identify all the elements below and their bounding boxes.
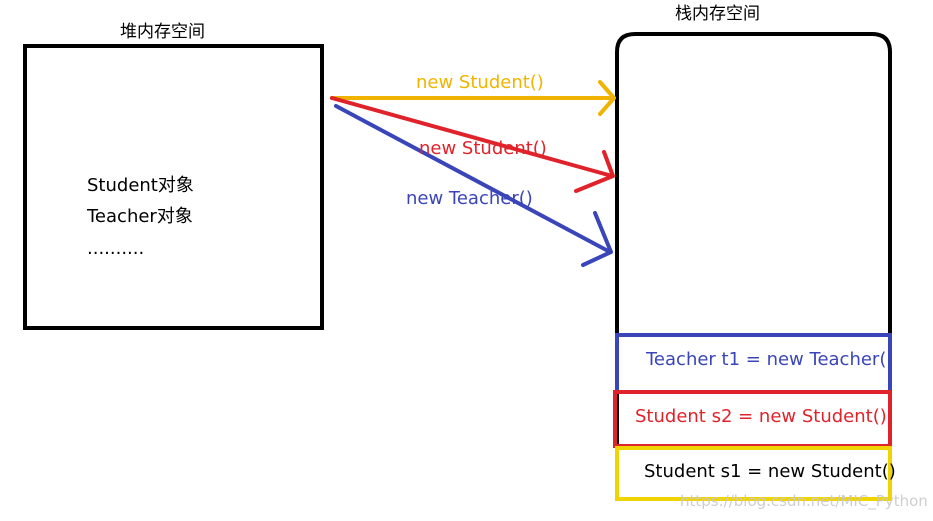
arrow-yellow (330, 80, 616, 116)
heap-object-ellipsis: .......... (87, 238, 145, 259)
stack-title: 栈内存空间 (675, 4, 760, 24)
arrow-label-red: new Student() (419, 138, 547, 159)
heap-box (23, 44, 324, 330)
stack-frame-label-blue: Teacher t1 = new Teacher() (646, 349, 894, 370)
heap-object-teacher: Teacher对象 (87, 206, 193, 227)
arrow-blue (334, 104, 613, 267)
stack-frame-label-red: Student s2 = new Student() (635, 406, 887, 427)
heap-title: 堆内存空间 (120, 22, 205, 42)
stack-frame-label-yellow: Student s1 = new Student() (644, 461, 896, 482)
heap-object-student: Student对象 (87, 175, 194, 196)
arrow-label-blue: new Teacher() (406, 188, 533, 209)
stack-frame-yellow (615, 446, 892, 501)
stack-box (615, 32, 892, 500)
arrow-label-yellow: new Student() (416, 72, 544, 93)
arrow-red (330, 96, 615, 193)
watermark-text: https://blog.csdn.net/MIC_Python (680, 492, 928, 510)
